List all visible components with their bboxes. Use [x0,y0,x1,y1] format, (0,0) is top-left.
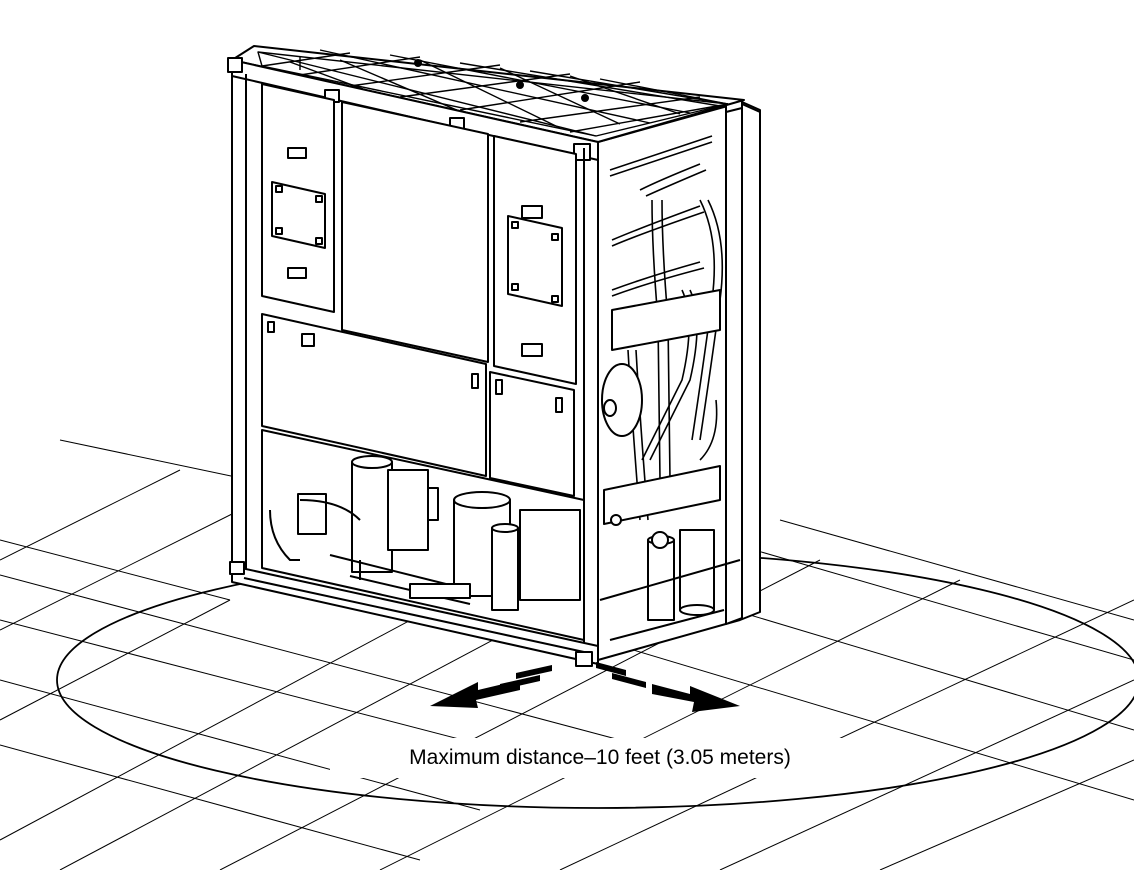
distance-arrow-left-icon [430,665,552,708]
outdoor-condensing-unit-icon [227,45,761,667]
floor-grid [0,439,1134,870]
distance-arrow-right-icon [596,662,740,712]
clearance-caption: Maximum distance–10 feet (3.05 meters) [330,738,870,778]
